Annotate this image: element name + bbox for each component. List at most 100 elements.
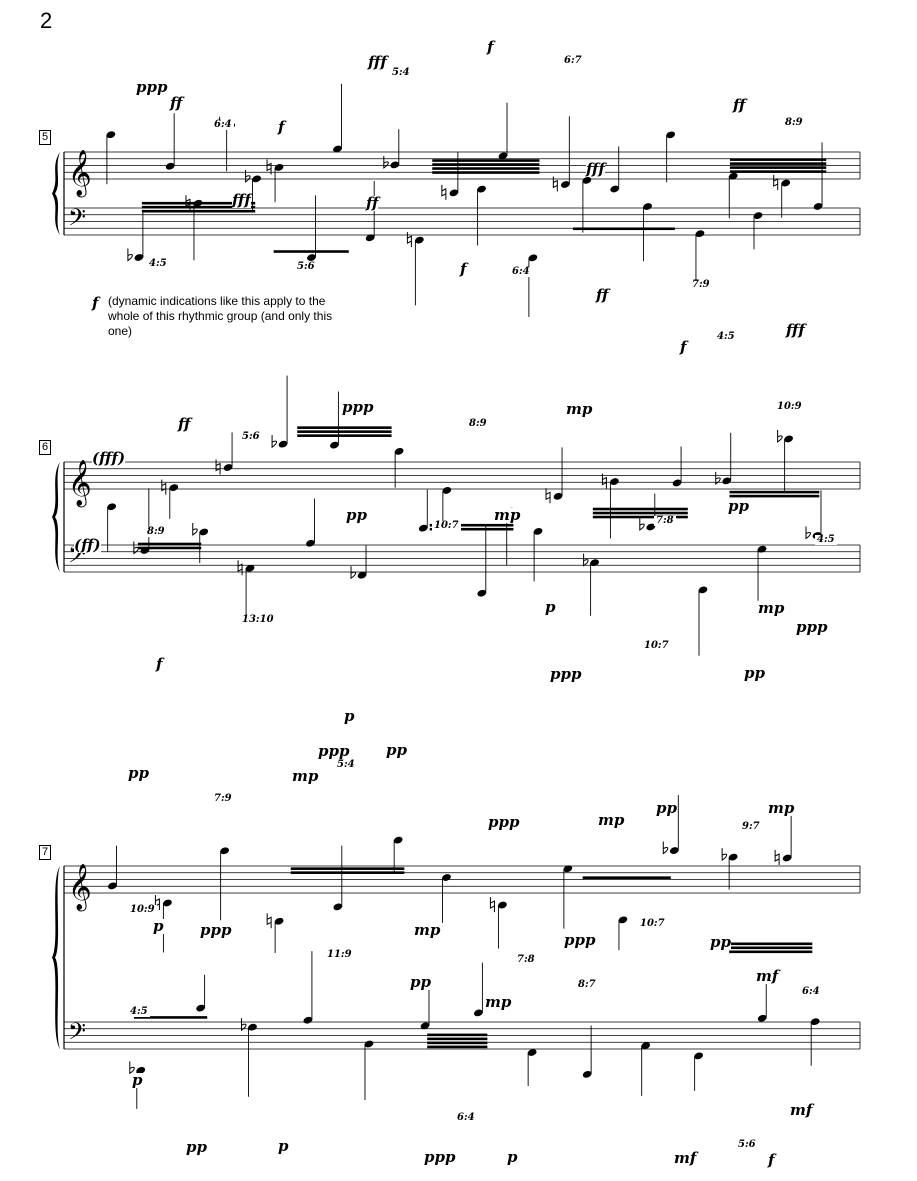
notehead bbox=[169, 484, 179, 491]
tuplet-ratio: 6:4 bbox=[455, 1112, 477, 1123]
notehead bbox=[418, 524, 428, 532]
tuplet-ratio: 7:9 bbox=[212, 793, 234, 804]
notehead bbox=[560, 181, 570, 188]
treble-clef-icon: 𝄞 bbox=[68, 150, 92, 198]
natural-icon bbox=[161, 479, 167, 495]
dynamic-marking: (ff) bbox=[74, 536, 101, 554]
tuplet-ratio: 9:7 bbox=[740, 821, 762, 832]
bass-clef-icon: 𝄢 bbox=[68, 203, 86, 236]
tuplet-ratio: 10:9 bbox=[128, 904, 157, 915]
flat-icon bbox=[192, 522, 198, 536]
notehead bbox=[728, 172, 738, 180]
tuplet-ratio: 5:6 bbox=[736, 1139, 758, 1150]
natural-icon bbox=[773, 175, 779, 191]
notehead bbox=[442, 874, 451, 881]
natural-icon bbox=[406, 232, 412, 248]
notehead bbox=[108, 882, 117, 890]
notehead bbox=[553, 492, 563, 500]
tuplet-ratio: 7:8 bbox=[515, 954, 537, 965]
notehead bbox=[498, 901, 507, 909]
dynamic-marking: ppp bbox=[136, 78, 168, 96]
tuplet-ratio: 5:4 bbox=[390, 67, 412, 78]
natural-icon bbox=[774, 850, 780, 866]
dynamic-marking: ff bbox=[170, 94, 183, 112]
notehead bbox=[333, 145, 342, 153]
brace bbox=[52, 462, 60, 572]
notehead bbox=[274, 164, 284, 171]
dynamic-marking: p bbox=[278, 1137, 289, 1155]
notehead bbox=[666, 131, 676, 139]
natural-icon bbox=[489, 897, 495, 913]
natural-icon bbox=[545, 488, 551, 504]
notehead bbox=[390, 161, 400, 169]
beam bbox=[133, 1016, 208, 1019]
notehead bbox=[193, 199, 203, 207]
flat-icon bbox=[805, 526, 811, 540]
notehead bbox=[784, 435, 793, 443]
beam bbox=[429, 523, 514, 527]
beam bbox=[141, 205, 256, 209]
dynamic-marking: pp bbox=[386, 741, 407, 759]
notehead bbox=[728, 853, 738, 861]
notehead bbox=[698, 586, 708, 594]
beam bbox=[297, 430, 392, 433]
natural-icon bbox=[237, 560, 243, 576]
dynamic-marking: p bbox=[545, 598, 556, 616]
tuplet-ratio: 10:7 bbox=[642, 640, 671, 651]
bass-clef-icon: 𝄢 bbox=[68, 1017, 86, 1050]
natural-icon bbox=[266, 913, 272, 929]
beam bbox=[729, 946, 813, 950]
dynamic-marking: ppp bbox=[200, 921, 232, 939]
beam bbox=[273, 250, 349, 253]
tuplet-ratio: 8:9 bbox=[145, 526, 167, 537]
notehead bbox=[163, 899, 172, 907]
notehead bbox=[610, 478, 619, 485]
beam bbox=[427, 1041, 488, 1045]
notehead bbox=[420, 1022, 430, 1030]
dynamic-marking: pp bbox=[128, 764, 149, 782]
tuplet-ratio: 10:7 bbox=[638, 918, 667, 929]
dynamic-marking: pp bbox=[710, 933, 731, 951]
tuplet-ratio: 10:9 bbox=[775, 401, 804, 412]
dynamic-marking: f bbox=[92, 294, 99, 312]
notehead bbox=[442, 487, 452, 494]
flat-icon bbox=[271, 435, 278, 449]
notehead bbox=[107, 503, 117, 511]
beam bbox=[582, 876, 671, 879]
natural-icon bbox=[441, 184, 447, 200]
beam bbox=[729, 490, 820, 494]
dynamic-marking: f bbox=[278, 118, 285, 136]
brace bbox=[52, 152, 60, 235]
dynamic-marking: ff bbox=[178, 415, 191, 433]
dynamic-marking: ppp bbox=[796, 618, 828, 636]
dynamic-marking: p bbox=[507, 1148, 518, 1166]
notehead bbox=[477, 185, 486, 193]
dynamic-marking: fff bbox=[786, 321, 805, 339]
flat-icon bbox=[245, 169, 251, 183]
beam bbox=[432, 171, 540, 174]
beam bbox=[432, 163, 540, 166]
dynamic-marking: f bbox=[680, 338, 687, 356]
natural-icon bbox=[601, 473, 607, 489]
notehead bbox=[140, 547, 150, 554]
dynamic-marking: pp bbox=[186, 1138, 207, 1156]
beam bbox=[429, 527, 514, 531]
notehead bbox=[669, 847, 679, 854]
notehead bbox=[722, 477, 732, 485]
natural-icon bbox=[215, 459, 221, 475]
tuplet-ratio: 4:5 bbox=[715, 331, 737, 342]
notehead bbox=[357, 571, 367, 579]
tuplet-ratio: 5:6 bbox=[240, 431, 262, 442]
notehead bbox=[365, 234, 375, 242]
natural-icon bbox=[552, 176, 558, 192]
beam bbox=[427, 1033, 488, 1037]
tuplet-ratio: 13:10 bbox=[240, 614, 276, 625]
notehead bbox=[672, 479, 682, 487]
beam bbox=[297, 434, 392, 437]
dynamic-marking: ff bbox=[733, 96, 746, 114]
dynamic-marking: (fff) bbox=[92, 449, 126, 467]
beam bbox=[137, 546, 202, 550]
page-number: 2 bbox=[40, 8, 53, 33]
dynamic-marking: pp bbox=[728, 497, 749, 515]
